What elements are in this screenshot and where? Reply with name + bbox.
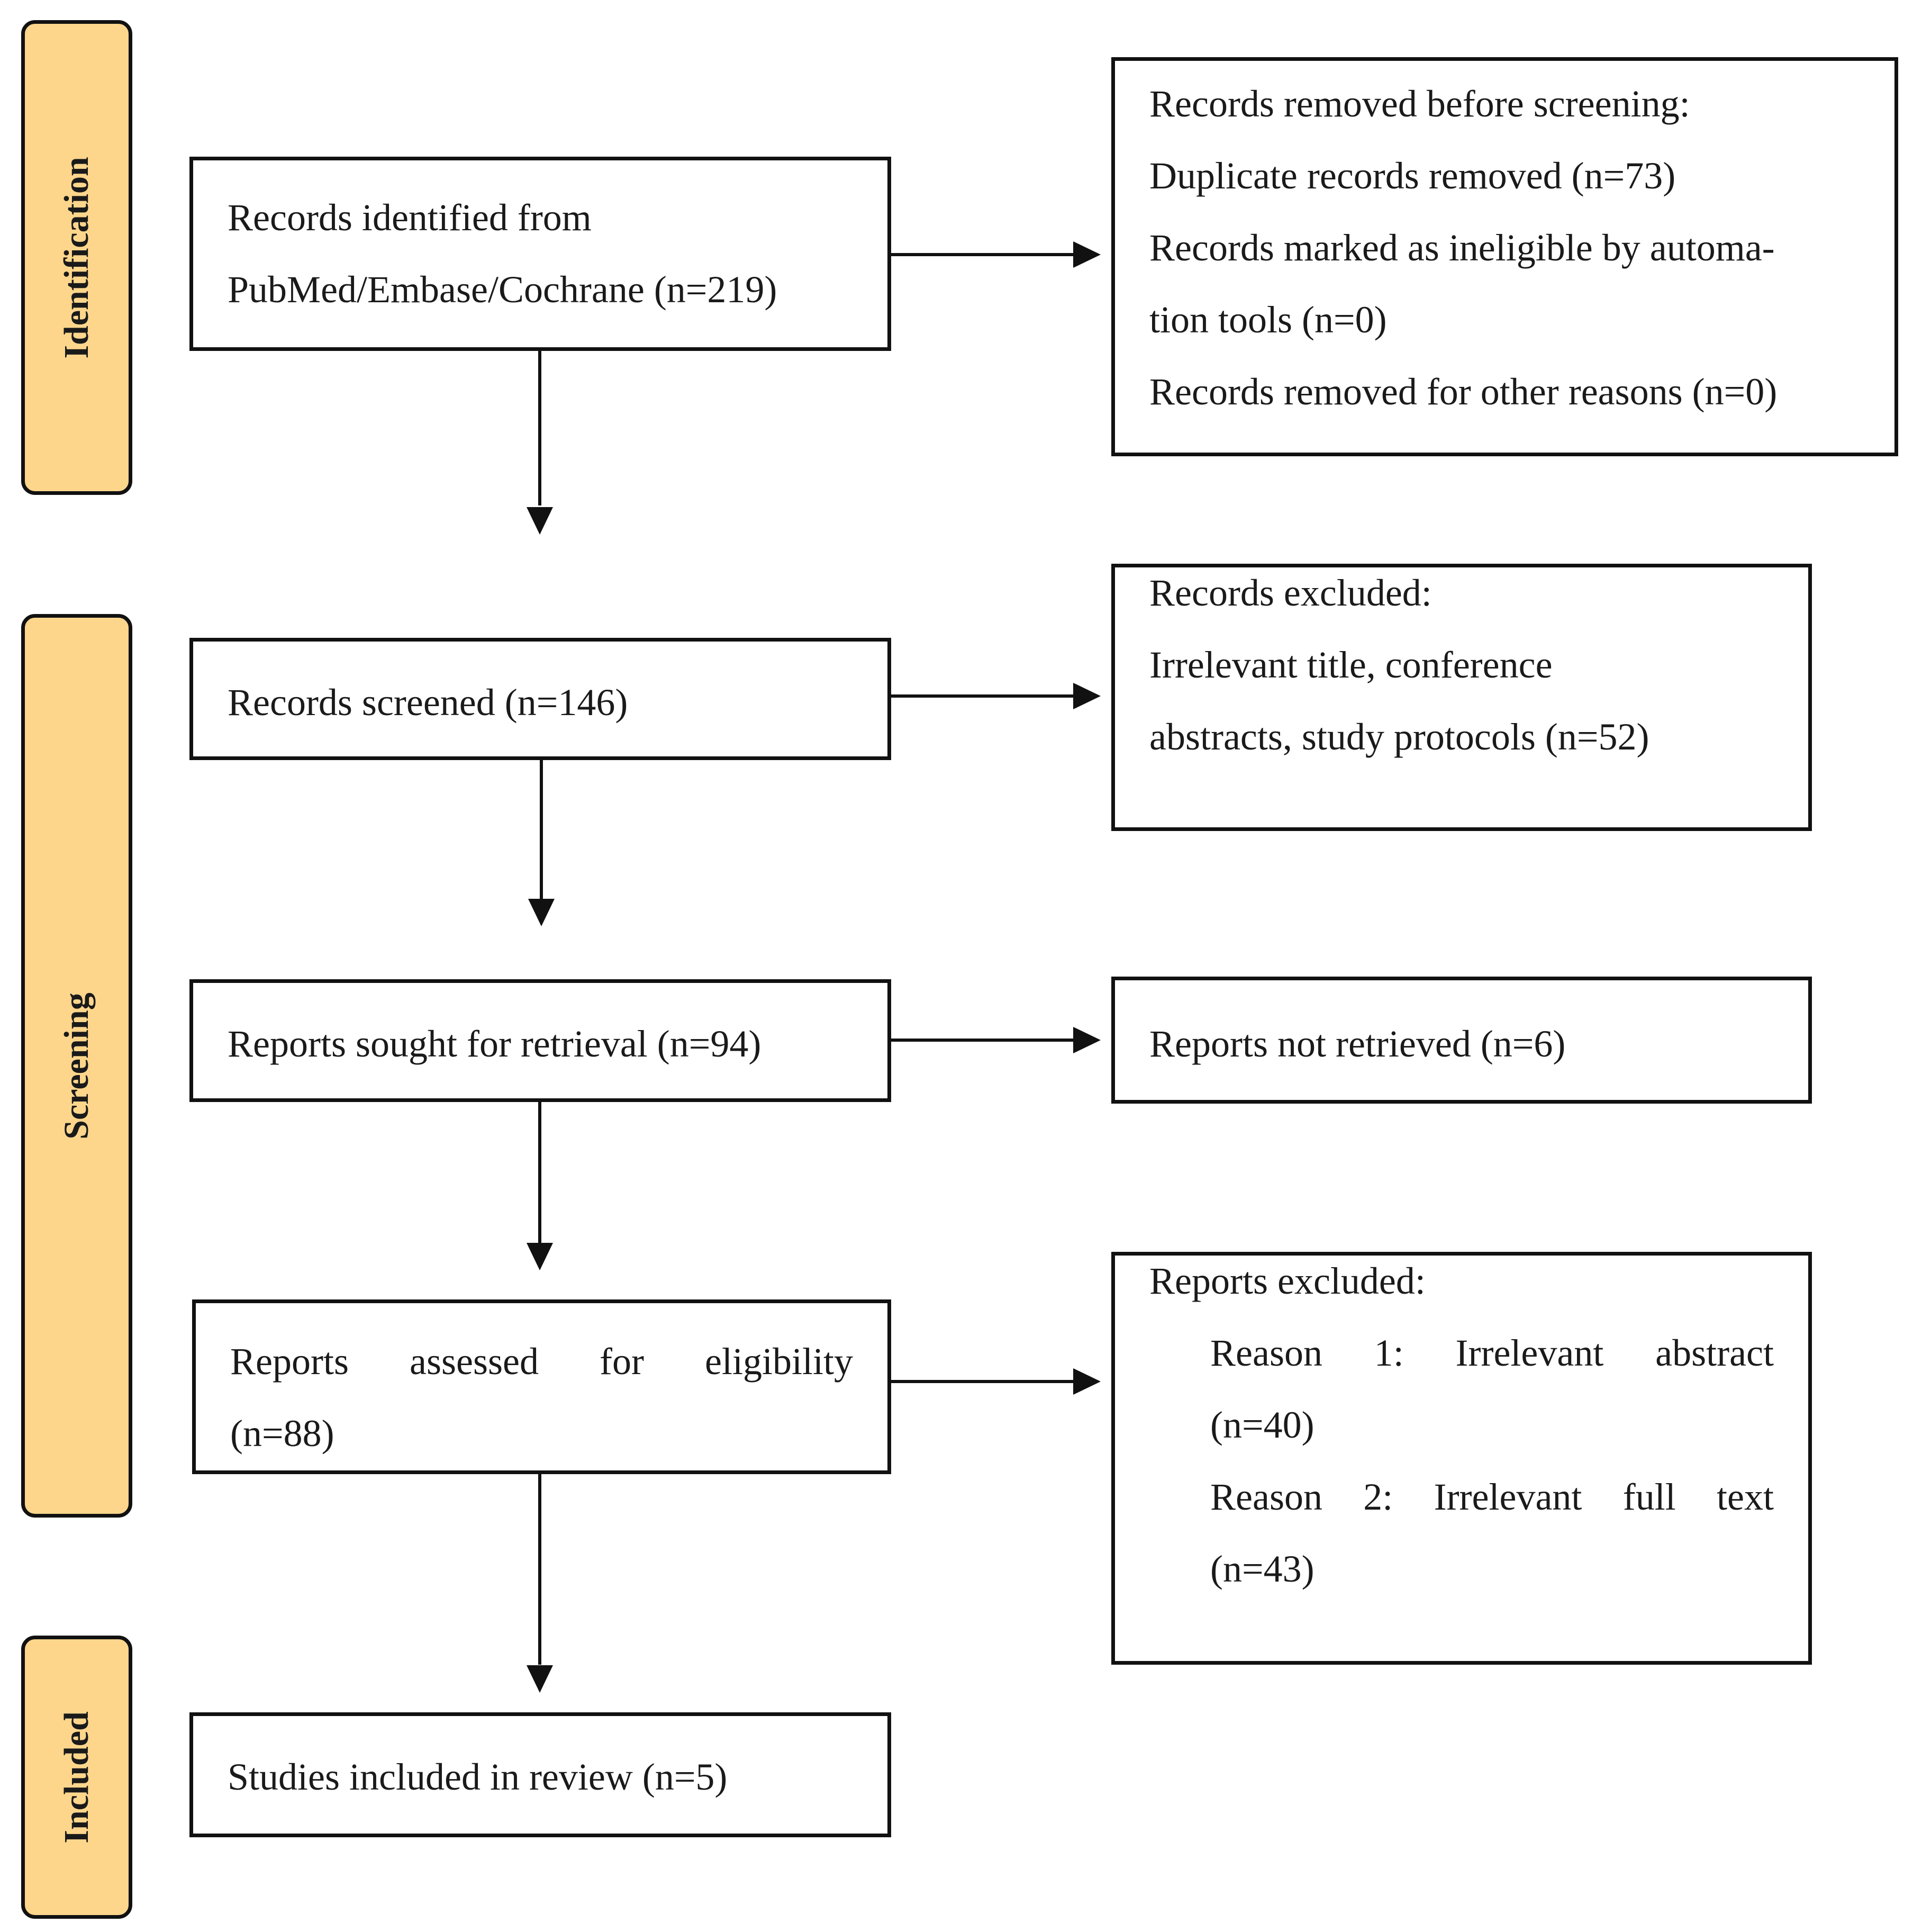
reports-sought-text: Reports sought for retrieval (n=94) xyxy=(228,1023,761,1065)
records-excluded-heading: Records excluded: xyxy=(1149,572,1432,614)
arrowhead-excluded xyxy=(1073,683,1101,709)
records-identified-box: Records identified from PubMed/Embase/Co… xyxy=(189,157,891,351)
phase-identification: Identification xyxy=(21,20,132,495)
records-removed-line-1: Duplicate records removed (n=73) xyxy=(1149,155,1676,197)
records-identified-line-2: PubMed/Embase/Cochrane (n=219) xyxy=(228,268,777,311)
reports-excluded-box: Reports excluded: Reason 1: Irrelevant a… xyxy=(1111,1252,1812,1665)
arrowhead-removed xyxy=(1073,241,1101,268)
records-removed-line-3: tion tools (n=0) xyxy=(1149,299,1387,341)
records-removed-heading: Records removed before screening: xyxy=(1149,83,1690,125)
records-excluded-box: Records excluded: Irrelevant title, conf… xyxy=(1111,564,1812,831)
phase-included: Included xyxy=(21,1636,132,1919)
records-removed-box: Records removed before screening: Duplic… xyxy=(1111,57,1898,456)
reason-1-line-2: (n=40) xyxy=(1210,1404,1314,1446)
reason-1-line-1: Reason 1: Irrelevant abstract xyxy=(1210,1332,1774,1374)
phase-screening: Screening xyxy=(21,614,132,1518)
studies-included-box: Studies included in review (n=5) xyxy=(189,1712,891,1837)
reports-not-retrieved-text: Reports not retrieved (n=6) xyxy=(1149,1023,1566,1065)
studies-included-text: Studies included in review (n=5) xyxy=(228,1756,728,1798)
reports-excluded-heading: Reports excluded: xyxy=(1149,1260,1426,1302)
arrowhead-reports-excluded xyxy=(1073,1368,1101,1395)
records-screened-text: Records screened (n=146) xyxy=(228,681,628,724)
records-removed-line-2: Records marked as ineligible by automa- xyxy=(1149,227,1775,269)
reports-assessed-line-1: Reports assessed for eligibility xyxy=(230,1340,853,1383)
records-removed-line-4: Records removed for other reasons (n=0) xyxy=(1149,371,1778,413)
arrowhead-screened xyxy=(527,507,553,535)
arrowhead-sought xyxy=(528,899,555,926)
records-identified-line-1: Records identified from xyxy=(228,196,592,239)
reason-2-line-2: (n=43) xyxy=(1210,1548,1314,1590)
reason-2-line-1: Reason 2: Irrelevant full text xyxy=(1210,1476,1774,1518)
reports-sought-box: Reports sought for retrieval (n=94) xyxy=(189,979,891,1102)
arrowhead-assessed xyxy=(527,1243,553,1270)
reports-not-retrieved-box: Reports not retrieved (n=6) xyxy=(1111,977,1812,1104)
records-excluded-line-1: Irrelevant title, conference xyxy=(1149,644,1553,686)
arrowhead-not-retrieved xyxy=(1073,1027,1101,1053)
reports-assessed-line-2: (n=88) xyxy=(230,1412,334,1455)
records-excluded-line-2: abstracts, study protocols (n=52) xyxy=(1149,716,1649,758)
reports-assessed-box: Reports assessed for eligibility (n=88) xyxy=(192,1299,891,1474)
arrowhead-included xyxy=(527,1665,553,1693)
records-screened-box: Records screened (n=146) xyxy=(189,638,891,760)
